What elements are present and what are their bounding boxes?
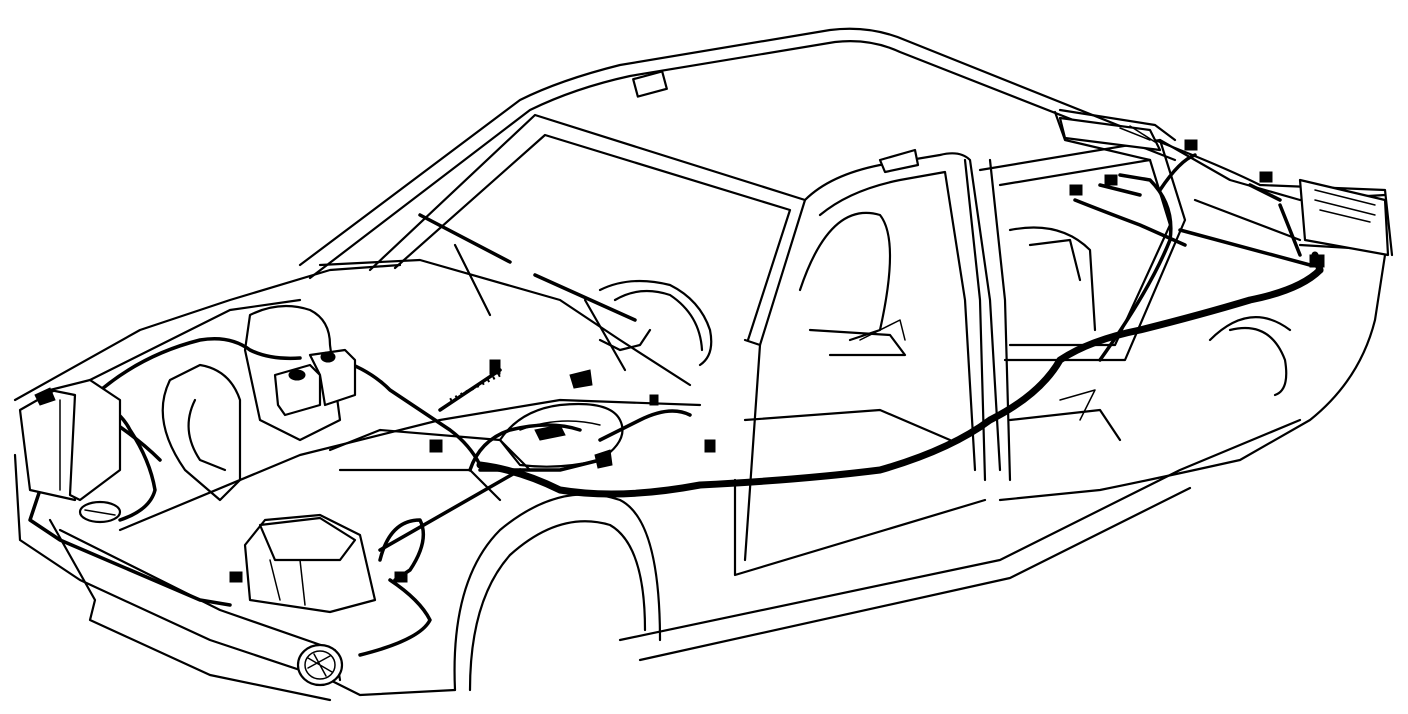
interior-lamp xyxy=(878,148,920,174)
body-shell xyxy=(13,27,1394,702)
horn xyxy=(78,500,122,524)
left-headlamp xyxy=(18,378,122,502)
rear-lamp-right xyxy=(1298,178,1390,257)
fog-lamp xyxy=(296,643,344,687)
rear-lamp-left xyxy=(1058,116,1162,152)
main-wiring-harness xyxy=(476,153,1324,498)
engine-area xyxy=(498,369,624,469)
washer-reservoir xyxy=(273,348,357,417)
windscreen-wipers xyxy=(418,213,637,372)
right-headlamp xyxy=(243,513,377,614)
